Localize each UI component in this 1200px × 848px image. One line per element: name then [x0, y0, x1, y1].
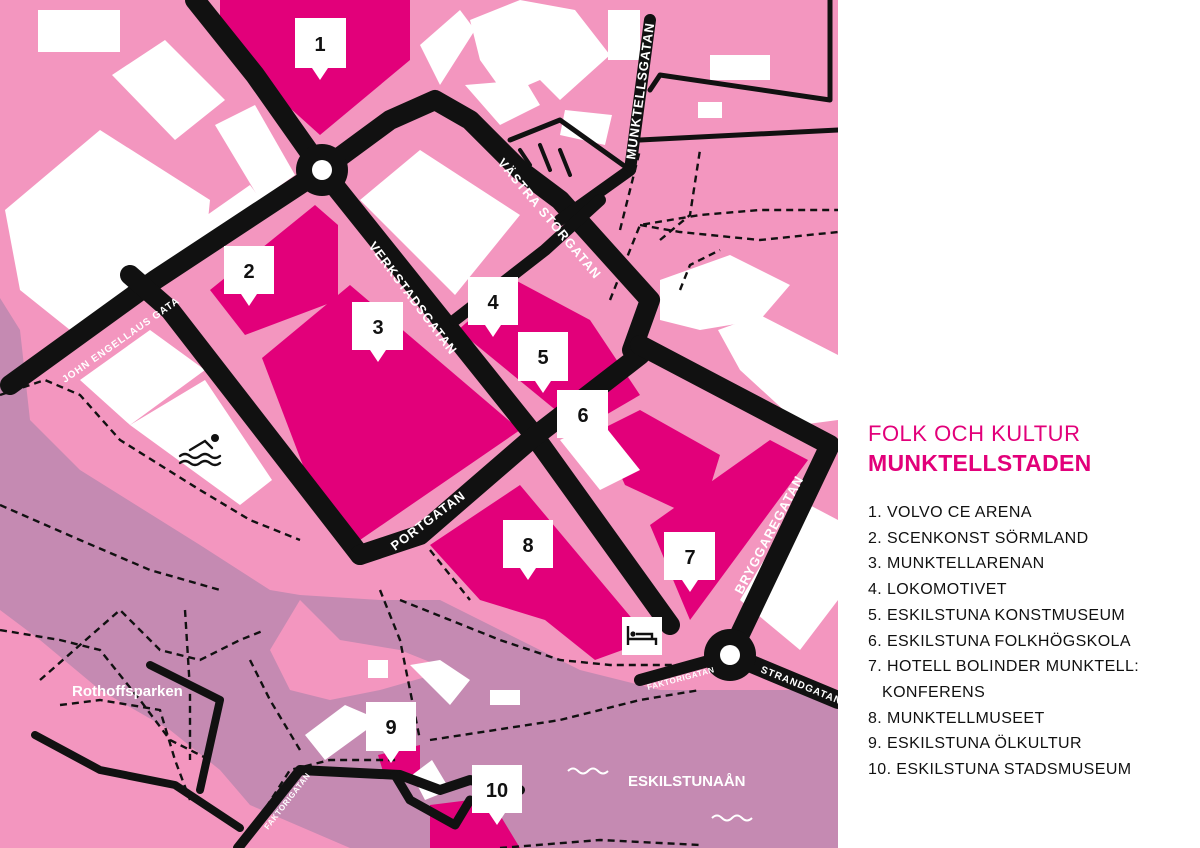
marker-2[interactable]: 2 — [224, 246, 274, 306]
svg-text:10: 10 — [486, 780, 508, 802]
hotel-bed-icon — [622, 617, 662, 655]
legend-list: 1. VOLVO CE ARENA 2. SCENKONST SÖRMLAND … — [868, 500, 1188, 783]
river-label: ESKILSTUNAÅN — [628, 773, 746, 790]
buildings — [5, 0, 838, 800]
legend-item[interactable]: 5. ESKILSTUNA KONSTMUSEUM — [868, 606, 1126, 624]
swimming-icon — [178, 434, 222, 467]
svg-text:1: 1 — [314, 34, 325, 56]
svg-text:7: 7 — [684, 547, 695, 569]
legend-title: MUNKTELLSTADEN — [868, 450, 1092, 476]
legend-item[interactable]: 9. ESKILSTUNA ÖLKULTUR — [868, 735, 1082, 753]
svg-text:6: 6 — [577, 405, 588, 427]
district-map: VÄSTRA STORGATAN MUNKTELLSGATAN VERKSTAD… — [0, 0, 838, 848]
water-wave-icon — [567, 767, 753, 822]
roundabouts — [296, 144, 756, 681]
marker-7[interactable]: 7 — [664, 532, 715, 592]
legend: FOLK OCH KULTUR MUNKTELLSTADEN 1. VOLVO … — [868, 420, 1188, 783]
marker-6[interactable]: 6 — [557, 390, 608, 450]
svg-text:5: 5 — [537, 347, 548, 369]
river — [0, 298, 838, 848]
legend-subtitle: FOLK OCH KULTUR — [868, 421, 1081, 446]
marker-10[interactable]: 10 — [472, 765, 522, 825]
venue-3-block — [262, 285, 520, 540]
venue-8-block — [430, 485, 650, 660]
legend-item[interactable]: 4. LOKOMOTIVET — [868, 581, 1007, 599]
legend-item[interactable]: 1. VOLVO CE ARENA — [868, 504, 1032, 521]
svg-text:4: 4 — [487, 292, 499, 314]
marker-4[interactable]: 4 — [468, 277, 518, 337]
svg-text:3: 3 — [372, 317, 383, 339]
svg-text:9: 9 — [385, 717, 396, 739]
footpaths — [0, 149, 838, 848]
legend-item-continuation: KONFERENS — [882, 683, 986, 701]
legend-item[interactable]: 3. MUNKTELLARENAN — [868, 555, 1045, 573]
marker-3[interactable]: 3 — [352, 302, 403, 362]
marker-5[interactable]: 5 — [518, 332, 568, 393]
marker-8[interactable]: 8 — [503, 520, 553, 580]
legend-item[interactable]: 2. SCENKONST SÖRMLAND — [868, 529, 1089, 547]
svg-text:2: 2 — [243, 261, 254, 283]
legend-item[interactable]: 8. MUNKTELLMUSEET — [868, 709, 1045, 727]
park-label: Rothoffsparken — [72, 683, 183, 700]
legend-item[interactable]: 6. ESKILSTUNA FOLKHÖGSKOLA — [868, 632, 1131, 650]
legend-item[interactable]: 7. HOTELL BOLINDER MUNKTELL: — [868, 658, 1140, 676]
svg-text:8: 8 — [522, 535, 533, 557]
roads — [0, 0, 838, 848]
marker-9[interactable]: 9 — [366, 702, 416, 763]
venue-10-block — [430, 800, 520, 848]
venue-6-block — [600, 410, 720, 520]
legend-item[interactable]: 10. ESKILSTUNA STADSMUSEUM — [868, 761, 1132, 779]
marker-1[interactable]: 1 — [295, 18, 346, 80]
